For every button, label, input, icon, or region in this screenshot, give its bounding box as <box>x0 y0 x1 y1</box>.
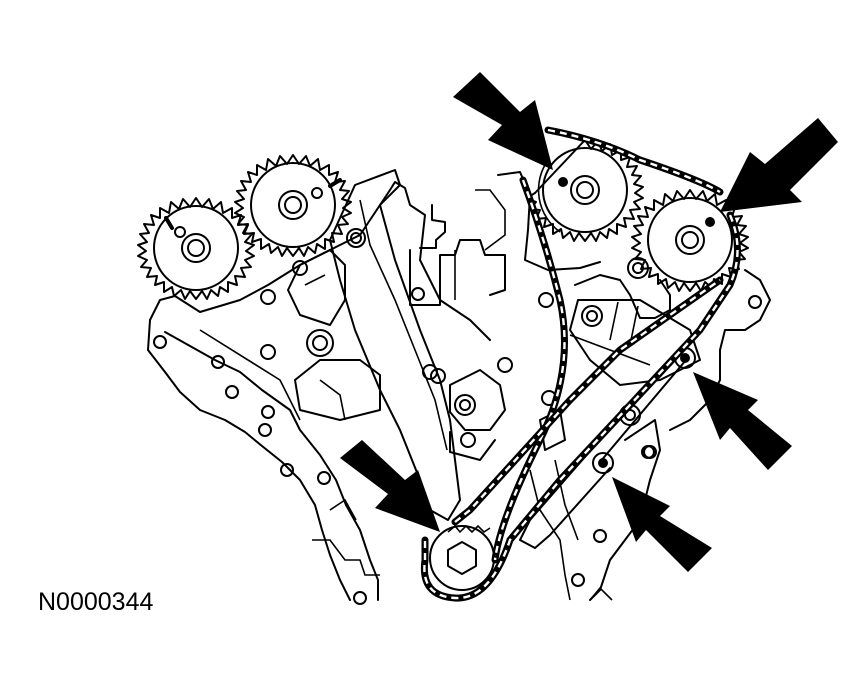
intake-timing-mark <box>558 177 568 187</box>
exhaust-timing-mark <box>705 217 715 227</box>
left-bank-intake-cam-sprocket <box>234 154 352 257</box>
arrow-lower-guide-bolt <box>612 477 712 572</box>
left-bank-exhaust-cam-sprocket <box>137 197 255 300</box>
right-cylinder-head-outline <box>497 171 771 601</box>
figure-reference-id: N0000344 <box>38 588 154 616</box>
left-chain-guide <box>260 169 461 521</box>
center-block-outline <box>409 189 554 461</box>
timing-chain-right <box>420 126 741 602</box>
arrow-crank-timing-mark <box>340 440 440 532</box>
arrow-exhaust-timing-mark <box>720 118 838 212</box>
right-bank-intake-cam-sprocket <box>526 139 644 242</box>
arrow-intake-timing-mark <box>453 72 553 170</box>
right-bank-exhaust-cam-sprocket <box>631 189 749 292</box>
arrow-upper-guide-bolt <box>693 372 792 470</box>
crankshaft-sprocket <box>429 524 495 591</box>
